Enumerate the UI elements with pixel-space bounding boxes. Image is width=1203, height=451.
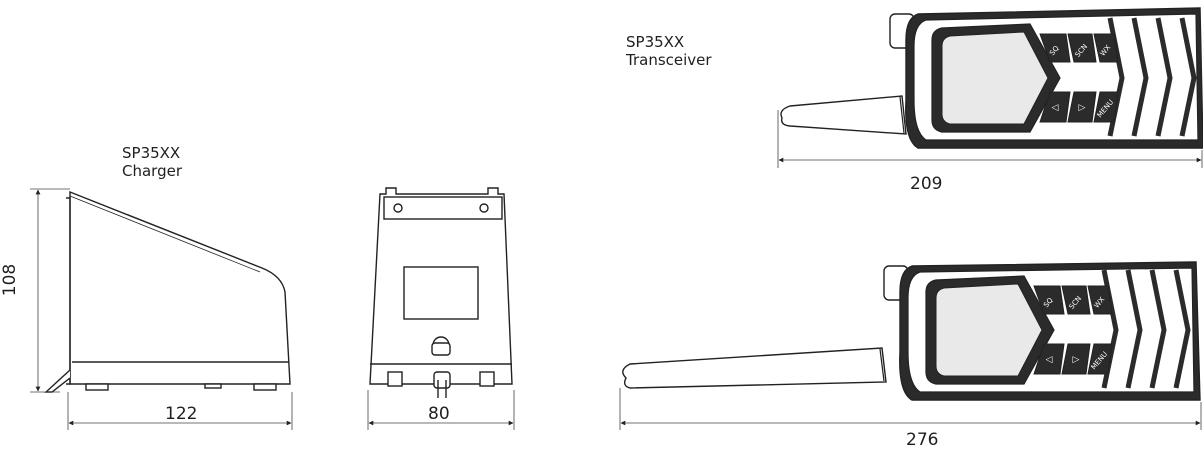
transceiver-short-view: SQ SCN WX ◁ ▷ MENU	[780, 7, 1203, 149]
long-antenna	[622, 347, 887, 389]
charger-front-view	[369, 187, 513, 398]
transceiver-long-dimension	[619, 388, 1202, 430]
transceiver-name: Transceiver	[626, 51, 712, 69]
charger-depth-label: 122	[165, 404, 198, 424]
charger-width-label: 80	[428, 404, 450, 424]
transceiver-model: SP35XX	[626, 33, 685, 51]
transceiver-short-dimension	[777, 110, 1203, 168]
svg-text:▷: ▷	[1079, 103, 1086, 113]
transceiver-long-length-label: 276	[906, 430, 939, 450]
charger-height-dimension	[30, 188, 70, 393]
svg-text:▷: ▷	[1073, 355, 1080, 365]
svg-text:◁: ◁	[1046, 355, 1053, 365]
charger-name: Charger	[122, 162, 182, 180]
charger-model: SP35XX	[122, 144, 181, 162]
charger-side-view	[44, 190, 291, 393]
svg-text:◁: ◁	[1052, 103, 1059, 113]
transceiver-title: SP35XX Transceiver	[626, 33, 712, 69]
transceiver-short-length-label: 209	[910, 174, 943, 194]
charger-title: SP35XX Charger	[122, 144, 182, 180]
charger-depth-dimension	[67, 392, 293, 430]
charger-width-dimension	[367, 390, 515, 430]
short-antenna	[780, 95, 907, 135]
transceiver-long-view: SQ SCN WX ◁ ▷ MENU	[622, 261, 1201, 401]
